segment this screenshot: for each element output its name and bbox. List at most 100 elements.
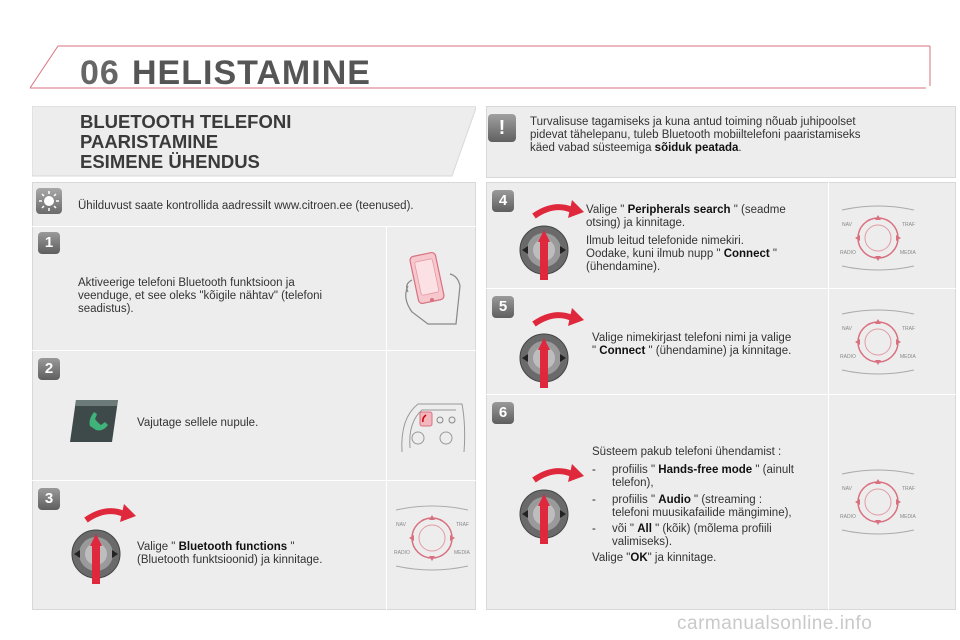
controller-label-media: MEDIA [454, 550, 471, 556]
phone-call-icon [70, 400, 118, 442]
step-6-confirm: Valige "OK" ja kinnitage. [592, 552, 716, 565]
step-6-bullet-3-pre: või " [612, 523, 638, 535]
step-3-text: Valige " Bluetooth functions " (Bluetoot… [137, 541, 322, 567]
step-6-confirm-pre: Valige " [592, 552, 631, 564]
rotary-knob-icon [519, 464, 584, 544]
step-5-line2-pre: " [592, 345, 600, 357]
step-1-line2: veenduge, et see oleks "kõigile nähtav" … [78, 290, 323, 302]
step-6-bullet-2-line1: profiilis " Audio " (streaming : [612, 494, 824, 507]
phone-in-hand-illustration [398, 246, 466, 331]
controller-label-radio: RADIO [840, 250, 856, 256]
step-6-bullet-3-bold: All [637, 523, 652, 535]
step-6-bullet-1-line1: profiilis " Hands-free mode " (ainult [612, 464, 824, 477]
left-vdivider [386, 226, 387, 610]
controller-label-radio: RADIO [840, 514, 856, 520]
step-4-line1: Valige " Peripherals search " (seadme [586, 204, 822, 217]
step-6-bullet-1: profiilis " Hands-free mode " (ainult te… [612, 464, 824, 490]
step-6-bullet-3-line2: valimiseks). [612, 536, 673, 548]
step-6-bullet-3-dash: - [592, 523, 596, 535]
warning-line3-pre: käed vabad süsteemiga [530, 142, 655, 154]
step-3-knob-illustration [66, 500, 140, 591]
step-4-line4-post: " [769, 248, 777, 260]
controller-icon: NAV TRAF RADIO MEDIA [840, 309, 917, 375]
step-4-line1-pre: Valige " [586, 204, 628, 216]
warning-panel [486, 106, 956, 178]
step-6-knob-illustration [514, 460, 588, 551]
step-1-text: Aktiveerige telefoni Bluetooth funktsioo… [78, 277, 322, 316]
step-5-line2-bold: Connect [599, 345, 646, 357]
controller-label-traf: TRAF [902, 222, 915, 228]
step-6-bullet-2-bold: Audio [658, 494, 691, 506]
step-1-badge: 1 [38, 232, 60, 254]
step-4-line3: Ilmub leitud telefonide nimekiri. [586, 235, 744, 247]
step-3-line1-pre: Valige " [137, 541, 179, 553]
step-6-bullet-3: või " All " (kõik) (mõlema profiili vali… [612, 523, 824, 549]
step-2-text: Vajutage sellele nupule. [137, 417, 259, 429]
controller-label-traf: TRAF [902, 326, 915, 332]
section-title: BLUETOOTH TELEFONI PAARISTAMINE [80, 112, 291, 152]
steering-panel-icon [401, 403, 466, 453]
footer-watermark: carmanualsonline.info [677, 613, 873, 634]
step-4-line4-bold: Connect [723, 248, 770, 260]
section-title-panel [32, 106, 476, 178]
controller-label-nav: NAV [842, 326, 853, 332]
step-6-confirm-post: " ja kinnitage. [647, 552, 717, 564]
warning-line2: pidevat tähelepanu, tuleb Bluetooth mobi… [530, 129, 861, 141]
step-5-badge: 5 [492, 296, 514, 318]
step-6-bullet-2-line2: telefoni muusikafailide mängimine), [612, 507, 792, 519]
step-3-line1-post: " [287, 541, 295, 553]
controller-label-media: MEDIA [900, 250, 917, 256]
step-6-bullet-3-line1: või " All " (kõik) (mõlema profiili [612, 523, 824, 536]
step-6-bullet-2: profiilis " Audio " (streaming : telefon… [612, 494, 824, 520]
info-text: Ühilduvust saate kontrollida aadressilt … [78, 200, 414, 212]
rotary-knob-icon [519, 200, 584, 280]
step-6-bullet-1-bold: Hands-free mode [658, 464, 753, 476]
step-6-bullet-3-post: " (kõik) (mõlema profiili [651, 523, 772, 535]
warning-line1: Turvalisuse tagamiseks ja kuna antud toi… [530, 116, 856, 128]
step-5-knob-illustration [514, 304, 588, 395]
step-4-line4-pre: Oodake, kuni ilmub nupp " [586, 248, 724, 260]
phone-button-illustration [68, 398, 120, 449]
chapter-title: HELISTAMINE [132, 54, 371, 92]
right-vdivider [828, 182, 829, 610]
controller-icon: NAV TRAF RADIO MEDIA [840, 469, 917, 535]
warning-icon: ! [488, 114, 516, 142]
right-divider-1 [486, 288, 956, 289]
step-3-line1-bold: Bluetooth functions [178, 541, 288, 553]
step-3-line2: (Bluetooth funktsioonid) ja kinnitage. [137, 554, 323, 566]
rotary-knob-icon [71, 504, 136, 584]
lightbulb-icon [39, 191, 59, 211]
header-frame [29, 44, 960, 94]
left-divider-1 [32, 226, 476, 227]
step-6-bullet-2-post: " (streaming : [690, 494, 763, 506]
step-4-text: Valige " Peripherals search " (seadme ot… [586, 204, 822, 274]
step-5-line2-post: " (ühendamine) ja kinnitage. [645, 345, 792, 357]
step-6-controller-illustration: NAV TRAF RADIO MEDIA [838, 464, 918, 545]
step-4-badge: 4 [492, 190, 514, 212]
rotary-knob-icon [519, 308, 584, 388]
step-1-line3: seadistus). [78, 303, 134, 315]
controller-label-media: MEDIA [900, 354, 917, 360]
warning-line3-bold: sõiduk peatada [654, 142, 739, 154]
controller-label-media: MEDIA [900, 514, 917, 520]
controller-label-nav: NAV [396, 522, 407, 528]
step-4-line2: otsing) ja kinnitage. [586, 217, 686, 229]
step-4-line4: Oodake, kuni ilmub nupp " Connect " [586, 248, 822, 261]
section-subtitle: ESIMENE ÜHENDUS [80, 151, 260, 172]
controller-label-traf: TRAF [456, 522, 469, 528]
step-1-line1: Aktiveerige telefoni Bluetooth funktsioo… [78, 277, 295, 289]
step-6-bullet-2-pre: profiilis " [612, 494, 659, 506]
step-2-badge: 2 [38, 358, 60, 380]
dashboard-buttons-illustration [398, 398, 468, 459]
step-3-line1: Valige " Bluetooth functions " [137, 541, 322, 554]
header-frame-lines [29, 45, 931, 89]
step-5-controller-illustration: NAV TRAF RADIO MEDIA [838, 304, 918, 385]
controller-label-radio: RADIO [394, 550, 410, 556]
controller-label-traf: TRAF [902, 486, 915, 492]
step-5-line1: Valige nimekirjast telefoni nimi ja vali… [592, 332, 792, 344]
section-frame [32, 106, 476, 177]
step-4-line5: (ühendamine). [586, 261, 661, 273]
controller-icon: NAV TRAF RADIO MEDIA [840, 205, 917, 271]
section-title-line2: PAARISTAMINE [80, 131, 219, 152]
controller-label-nav: NAV [842, 486, 853, 492]
